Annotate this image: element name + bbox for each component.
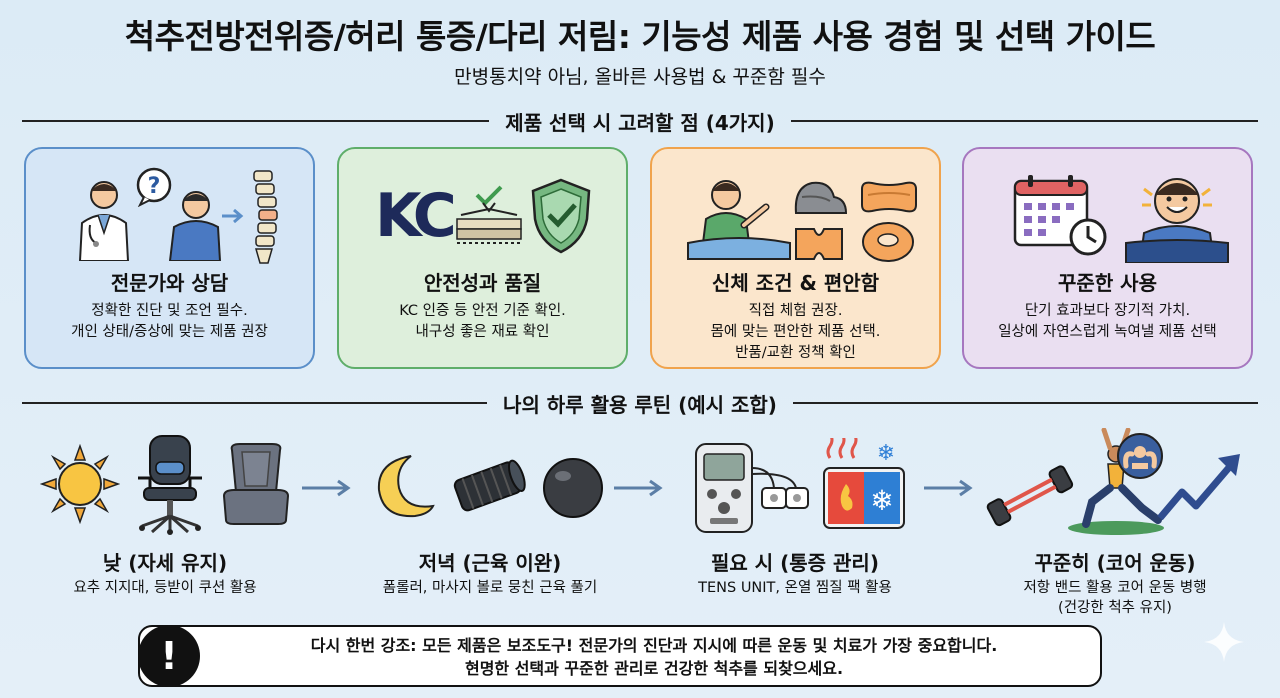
page-title: 척추전방전위증/허리 통증/다리 저림: 기능성 제품 사용 경험 및 선택 가… (124, 17, 1156, 56)
arrow-right-icon (222, 209, 244, 223)
routine-day-icons (30, 430, 300, 540)
routine-line: (건강한 척추 유지) (1058, 600, 1172, 616)
donut-cushion-icon (862, 222, 914, 262)
sparkle-icon (1204, 622, 1244, 662)
card-line: 반품/교환 정책 확인 (735, 345, 856, 361)
card-line: 일상에 자연스럽게 녹여낼 제품 선택 (998, 324, 1217, 340)
routine-section-header: 나의 하루 활용 루틴 (예시 조합) (22, 388, 1258, 418)
card-description: 직접 체험 권장. 몸에 맞는 편안한 제품 선택. 반품/교환 정책 확인 (660, 301, 931, 364)
divider-line (790, 120, 1259, 122)
moon-icon (377, 455, 435, 518)
card-description: 단기 효과보다 장기적 가치. 일상에 자연스럽게 녹여낼 제품 선택 (972, 301, 1243, 343)
kc-mark-icon: KC (375, 181, 457, 251)
routine-description: 폼롤러, 마사지 볼로 뭉친 근육 풀기 (355, 578, 625, 598)
shield-check-icon (531, 178, 591, 254)
routine-line: 폼롤러, 마사지 볼로 뭉친 근육 풀기 (382, 580, 598, 596)
routine-description: TENS UNIT, 온열 찜질 팩 활용 (670, 578, 920, 598)
routine-line: TENS UNIT, 온열 찜질 팩 활용 (698, 580, 892, 596)
routine-consistent-icons (980, 428, 1250, 540)
spine-icon (253, 170, 278, 264)
routine-line: 저항 밴드 활용 코어 운동 병행 (1023, 580, 1207, 596)
routine-title: 낮 (자세 유지) (102, 551, 228, 575)
card-line: 단기 효과보다 장기적 가치. (1024, 303, 1191, 319)
divider-line (22, 120, 490, 122)
patient-icon (168, 191, 222, 261)
routine-heading: 나의 하루 활용 루틴 (예시 조합) (503, 392, 777, 417)
divider-line (22, 402, 488, 404)
card-description: 정확한 진단 및 조언 필수. 개인 상태/증상에 맞는 제품 권장 (34, 301, 305, 343)
flow-arrow-icon (614, 479, 663, 497)
card-line: KC 인증 등 안전 기준 확인. (399, 303, 566, 319)
routine-step-evening: 저녁 (근육 이완) 폼롤러, 마사지 볼로 뭉친 근육 풀기 (355, 430, 625, 630)
foam-roller-icon (453, 459, 526, 512)
flow-arrow-icon (924, 479, 973, 497)
card-line: 몸에 맞는 편안한 제품 선택. (710, 324, 881, 340)
routine-step-day: 낮 (자세 유지) 요추 지지대, 등받이 쿠션 활용 (30, 430, 300, 630)
notice-line: 현명한 선택과 꾸준한 관리로 건강한 척추를 되찾으세요. (464, 659, 844, 678)
pillow-icon (861, 181, 917, 213)
card-comfort-icons (652, 159, 939, 269)
routine-title: 필요 시 (통증 관리) (711, 551, 879, 575)
card-safety-quality: KC 안전성과 품질 KC 인증 등 안전 기준 확인. 내구성 좋은 재료 확… (337, 147, 628, 369)
massage-ball-icon (543, 458, 603, 518)
routine-line: 요추 지지대, 등받이 쿠션 활용 (73, 580, 257, 596)
hot-cold-pack-icon: ❄ ❄ (823, 438, 905, 529)
routine-step-asneeded: ❄ ❄ 필요 시 (통증 관리) TENS UNIT, 온열 찜질 팩 활용 (670, 430, 920, 630)
routine-step-consistent: 꾸준히 (코어 운동) 저항 밴드 활용 코어 운동 병행 (건강한 척추 유지… (980, 428, 1250, 630)
routine-description: 요추 지지대, 등받이 쿠션 활용 (30, 578, 300, 598)
card-line: 정확한 진단 및 조언 필수. (91, 303, 248, 319)
routine-asneeded-icons: ❄ ❄ (670, 430, 920, 540)
card-title: 전문가와 상담 (110, 271, 229, 295)
clock-icon (1069, 218, 1107, 256)
notice-line: 다시 한번 강조: 모든 제품은 보조도구! 전문가의 진단과 지시에 따른 운… (310, 636, 998, 655)
office-chair-icon (138, 435, 202, 535)
routine-title: 꾸준히 (코어 운동) (1034, 551, 1196, 575)
card-line: 개인 상태/증상에 맞는 제품 권장 (71, 324, 268, 340)
card-expert-icons: ? (26, 159, 313, 269)
strong-arm-icon (1117, 433, 1163, 479)
seat-cushion-icon (222, 443, 290, 525)
svg-text:❄: ❄ (877, 441, 895, 466)
card-safety-icons: KC (339, 159, 626, 269)
happy-person-icon (1125, 178, 1229, 263)
emphasis-notice: ! 다시 한번 강조: 모든 제품은 보조도구! 전문가의 진단과 지시에 따른… (138, 625, 1102, 687)
doctor-icon (78, 181, 130, 261)
exclamation-icon: ! (138, 625, 200, 687)
flow-arrow-icon (302, 479, 351, 497)
card-consistent-icons (964, 159, 1251, 269)
knee-cushion-icon (795, 228, 843, 260)
trend-up-arrow-icon (1157, 454, 1240, 521)
card-consistent-use: 꾸준한 사용 단기 효과보다 장기적 가치. 일상에 자연스럽게 녹여낼 제품 … (962, 147, 1253, 369)
card-expert-consult: ? 전문가와 상담 정확한 진단 및 조언 필수. 개인 상태/증상에 맞는 제… (24, 147, 315, 369)
card-line: 내구성 좋은 재료 확인 (415, 324, 550, 340)
svg-text:?: ? (148, 174, 161, 199)
card-body-comfort: 신체 조건 & 편안함 직접 체험 권장. 몸에 맞는 편안한 제품 선택. 반… (650, 147, 941, 369)
sun-icon (40, 444, 120, 524)
back-brace-icon (794, 181, 848, 214)
card-title: 신체 조건 & 편안함 (711, 271, 880, 295)
question-bubble-icon: ? (136, 167, 172, 207)
resistance-band-icon (986, 465, 1074, 527)
selection-heading: 제품 선택 시 고려할 점 (4가지) (505, 110, 775, 135)
routine-title: 저녁 (근육 이완) (418, 551, 562, 575)
calendar-icon (1013, 175, 1089, 247)
person-trying-icon (687, 180, 791, 260)
routine-evening-icons (355, 430, 625, 540)
routine-description: 저항 밴드 활용 코어 운동 병행 (건강한 척추 유지) (980, 578, 1250, 618)
material-layers-icon (456, 185, 522, 244)
card-title: 꾸준한 사용 (1058, 271, 1157, 295)
notice-text: 다시 한번 강조: 모든 제품은 보조도구! 전문가의 진단과 지시에 따른 운… (214, 634, 1094, 680)
divider-line (792, 402, 1258, 404)
card-description: KC 인증 등 안전 기준 확인. 내구성 좋은 재료 확인 (347, 301, 618, 343)
page-subtitle: 만병통치약 아님, 올바른 사용법 & 꾸준함 필수 (454, 66, 826, 88)
card-title: 안전성과 품질 (423, 271, 542, 295)
card-line: 직접 체험 권장. (748, 303, 843, 319)
tens-unit-icon (695, 443, 809, 533)
svg-text:❄: ❄ (870, 484, 893, 517)
selection-section-header: 제품 선택 시 고려할 점 (4가지) (22, 106, 1259, 136)
